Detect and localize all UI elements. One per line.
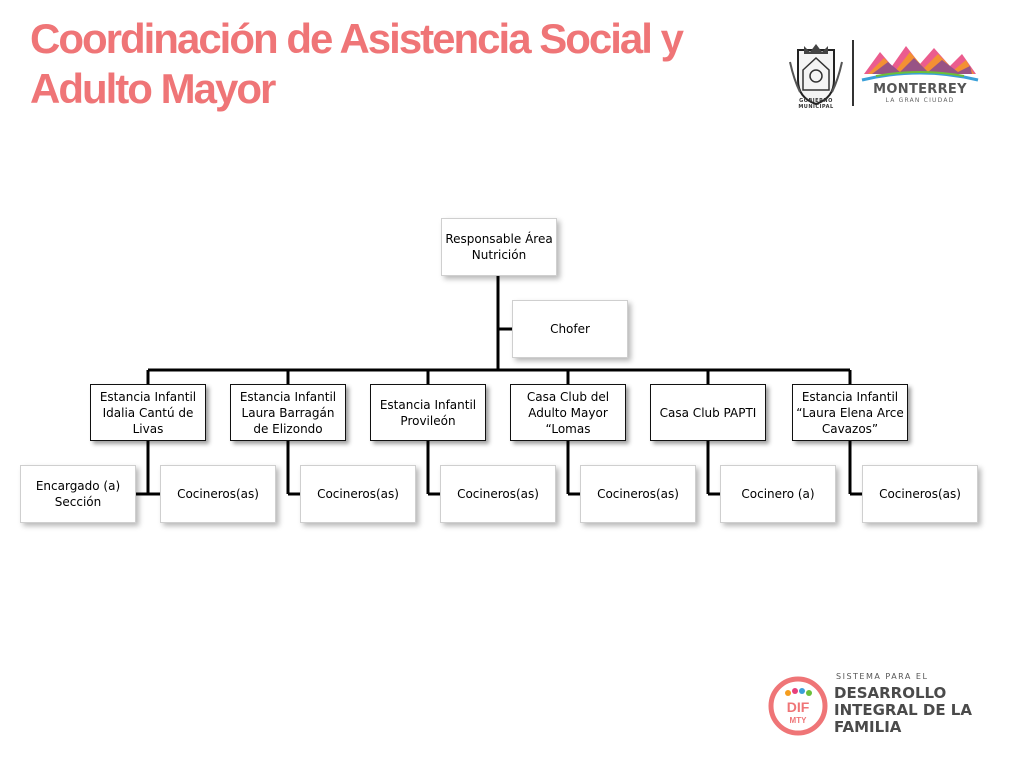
municipal-seal-logo (789, 44, 843, 106)
org-node-unit: Estancia Infantil Idalia Cantú de Livas (90, 384, 206, 441)
dif-badge-logo: DIF MTY (768, 676, 828, 736)
org-node-unit: Estancia Infantil Provileón (370, 384, 486, 441)
dif-line-2: INTEGRAL DE LA (834, 701, 972, 719)
slide-title: Coordinación de Asistencia Social y Adul… (30, 14, 684, 114)
org-node-staff: Encargado (a) Sección (20, 465, 136, 523)
city-slogan: LA GRAN CIUDAD (885, 97, 955, 104)
org-node-assistant: Chofer (512, 300, 628, 358)
monterrey-mountain-logo (861, 46, 979, 82)
dif-line-3: FAMILIA (834, 718, 902, 736)
org-node-staff: Cocineros(as) (160, 465, 276, 523)
dif-badge-subtext: MTY (790, 716, 808, 725)
org-node-unit: Estancia Infantil Laura Barragán de Eliz… (230, 384, 346, 441)
dif-badge-text: DIF (787, 699, 810, 715)
org-node-staff: Cocineros(as) (580, 465, 696, 523)
slide-title-line-2: Adulto Mayor (30, 65, 276, 112)
org-node-unit: Estancia Infantil “Laura Elena Arce Cava… (792, 384, 908, 441)
org-node-staff: Cocineros(as) (440, 465, 556, 523)
logo-divider (852, 40, 854, 106)
slide-title-line-1: Coordinación de Asistencia Social y (30, 15, 684, 62)
seal-caption: GOBIERNO MUNICIPAL (798, 98, 834, 110)
dif-small-caption: SISTEMA PARA EL (836, 672, 929, 681)
org-node-unit: Casa Club PAPTI (650, 384, 766, 441)
org-node-staff: Cocinero (a) (720, 465, 836, 523)
org-node-unit: Casa Club del Adulto Mayor “Lomas (510, 384, 626, 441)
org-node-root: Responsable Área Nutrición (441, 218, 557, 276)
city-name: MONTERREY (873, 82, 967, 97)
dif-line-1: DESARROLLO (834, 684, 947, 702)
org-node-staff: Cocineros(as) (300, 465, 416, 523)
org-node-staff: Cocineros(as) (862, 465, 978, 523)
